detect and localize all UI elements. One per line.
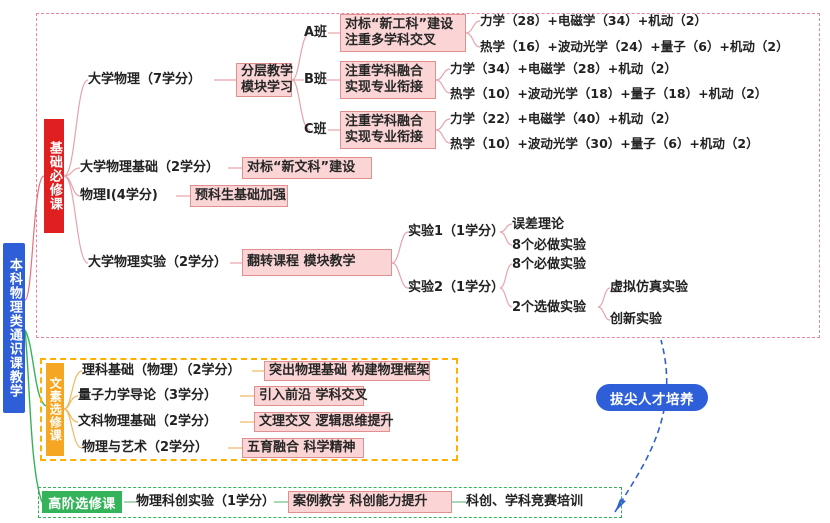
class-c-module-1: 力学（22）+电磁学（40）+机动（2） <box>450 111 677 126</box>
advanced-outcome: 科创、学科竞赛培训 <box>466 494 584 509</box>
advanced-course[interactable]: 物理科创实验（1学分） <box>136 494 276 509</box>
class-feature-b[interactable]: 注重学科融合 实现专业衔接 <box>340 61 436 99</box>
section-chip-liberal[interactable]: 文素选修课 <box>46 363 64 456</box>
liberal-tag-1[interactable]: 突出物理基础 构建物理框架 <box>264 361 430 381</box>
section-frame-advanced <box>38 487 622 518</box>
liberal-tag-3-text: 文理交叉 逻辑思维提升 <box>259 413 394 429</box>
lab-group-1-item-2: 8个必做实验 <box>512 238 587 253</box>
class-c-feature-line-1: 注重学科融合 <box>345 113 424 129</box>
method-line-1: 分层教学 <box>241 63 294 79</box>
teaching-method-box[interactable]: 分层教学 模块学习 <box>236 63 294 97</box>
course-jichu-tag[interactable]: 对标“新文科”建设 <box>242 157 372 179</box>
class-b-feature-line-1: 注重学科融合 <box>345 63 424 79</box>
course-wuli1-tag-text: 预科生基础加强 <box>195 187 287 203</box>
class-a-module-2: 热学（16）+波动光学（24）+量子（6）+机动（2） <box>480 39 789 54</box>
liberal-course-3[interactable]: 文科物理基础（2学分） <box>78 414 218 429</box>
liberal-course-1[interactable]: 理科基础（物理）（2学分） <box>82 363 241 378</box>
course-wuli1[interactable]: 物理I(4学分) <box>80 188 158 203</box>
section-chip-advanced[interactable]: 高阶选修课 <box>42 491 122 513</box>
course-jichu-tag-text: 对标“新文科”建设 <box>247 159 356 175</box>
highlight-badge[interactable]: 拔尖人才培养 <box>596 384 708 411</box>
lab-group-2-item-2[interactable]: 2个选做实验 <box>512 300 587 315</box>
class-c-module-2: 热学（10）+波动光学（30）+量子（6）+机动（2） <box>450 136 759 151</box>
root-label[interactable]: 本科物理类通识课教学 <box>3 243 25 413</box>
class-a-feature-line-2: 注重多学科交叉 <box>345 33 437 48</box>
course-wuli1-tag[interactable]: 预科生基础加强 <box>190 185 288 207</box>
liberal-tag-2[interactable]: 引入前沿 学科交叉 <box>254 386 368 406</box>
method-line-2: 模块学习 <box>241 80 294 95</box>
section-chip-basic[interactable]: 基础必修课 <box>44 119 64 233</box>
course-daxue-wuli[interactable]: 大学物理（7学分） <box>88 72 202 87</box>
liberal-tag-2-text: 引入前沿 学科交叉 <box>259 387 368 403</box>
lab-optional-detail-1: 虚拟仿真实验 <box>610 280 689 295</box>
lab-optional-detail-2: 创新实验 <box>610 312 663 327</box>
liberal-course-2[interactable]: 量子力学导论（3学分） <box>78 388 218 403</box>
course-jichu[interactable]: 大学物理基础（2学分） <box>80 160 220 175</box>
liberal-course-4[interactable]: 物理与艺术（2学分） <box>82 440 209 455</box>
class-a-module-1: 力学（28）+电磁学（34）+机动（2） <box>480 13 707 28</box>
class-feature-a[interactable]: 对标“新工科”建设 注重多学科交叉 <box>340 14 466 52</box>
class-b-feature-line-2: 实现专业衔接 <box>345 80 424 95</box>
class-b-module-2: 热学（10）+波动光学（18）+量子（18）+机动（2） <box>450 86 768 101</box>
course-shiyan-tag[interactable]: 翻转课程 模块教学 <box>242 249 392 276</box>
lab-group-1[interactable]: 实验1（1学分） <box>408 224 505 239</box>
section-frame-basic <box>36 13 820 338</box>
class-name-c[interactable]: C班 <box>304 122 327 137</box>
course-shiyan[interactable]: 大学物理实验（2学分） <box>88 255 228 270</box>
liberal-tag-1-text: 突出物理基础 构建物理框架 <box>269 362 430 378</box>
section-frame-liberal <box>40 358 458 461</box>
class-name-a[interactable]: A班 <box>304 25 328 40</box>
liberal-tag-3[interactable]: 文理交叉 逻辑思维提升 <box>254 412 394 432</box>
class-feature-c[interactable]: 注重学科融合 实现专业衔接 <box>340 111 436 149</box>
lab-group-1-item-1: 误差理论 <box>512 217 565 232</box>
class-b-module-1: 力学（34）+电磁学（28）+机动（2） <box>450 61 677 76</box>
liberal-tag-4-text: 五育融合 科学精神 <box>247 439 356 455</box>
lab-group-2-item-1: 8个必做实验 <box>512 257 587 272</box>
course-shiyan-tag-text: 翻转课程 模块教学 <box>247 254 356 270</box>
class-c-feature-line-2: 实现专业衔接 <box>345 130 424 145</box>
class-name-b[interactable]: B班 <box>304 72 327 87</box>
advanced-tag-text: 案例教学 科创能力提升 <box>293 493 428 509</box>
class-a-feature-line-1: 对标“新工科”建设 <box>345 16 454 32</box>
liberal-tag-4[interactable]: 五育融合 科学精神 <box>242 438 364 458</box>
lab-group-2[interactable]: 实验2（1学分） <box>408 280 505 295</box>
advanced-tag[interactable]: 案例教学 科创能力提升 <box>288 491 452 513</box>
